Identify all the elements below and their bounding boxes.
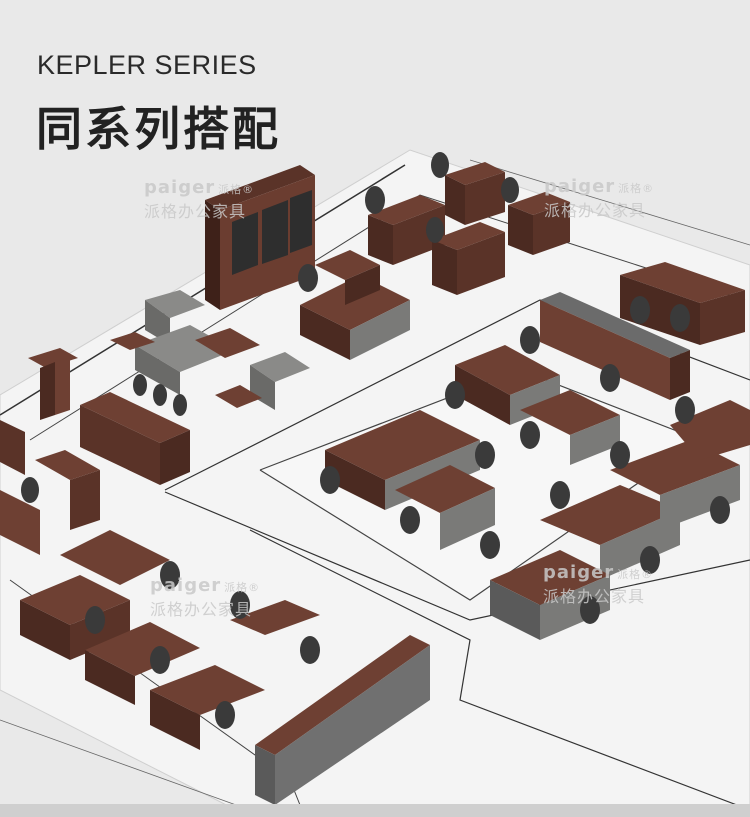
watermark-tagline: 派格办公家具 <box>144 202 247 221</box>
front-long-cabinet <box>255 635 430 805</box>
right-workstation-cluster <box>490 400 750 640</box>
watermark-brand: paiger <box>144 177 216 198</box>
watermark-brand: paiger <box>150 575 222 596</box>
series-title: KEPLER SERIES <box>37 50 257 80</box>
collection-subtitle: 同系列搭配 <box>36 102 281 156</box>
watermark-brand-cn: 派格® <box>224 581 261 594</box>
floor-line-outline-c <box>164 491 750 621</box>
executive-desk <box>300 250 410 360</box>
left-edge-workstations <box>0 420 100 555</box>
storage-cabinet-left <box>80 392 190 485</box>
top-desk-cluster <box>368 162 570 295</box>
tall-bookcase <box>205 165 315 310</box>
watermark-brand-cn: 派格® <box>617 568 654 581</box>
center-workstation-cluster <box>325 345 620 550</box>
watermark-brand-cn: 派格® <box>218 183 255 196</box>
floor-line-outline-f <box>249 529 750 811</box>
sofa-set <box>110 290 310 410</box>
watermark-tagline: 派格办公家具 <box>150 600 253 619</box>
watermark-brand: paiger <box>544 176 616 197</box>
dimension-line-a <box>469 159 750 246</box>
watermark-brand-cn: 派格® <box>618 182 655 195</box>
floor-strip <box>0 804 750 817</box>
watermark-tagline: 派格办公家具 <box>543 587 646 606</box>
watermark-brand: paiger <box>543 562 615 583</box>
floor-line-left <box>0 164 406 416</box>
office-chairs <box>21 152 730 729</box>
low-cabinet-row <box>540 292 690 400</box>
watermark-tagline: 派格办公家具 <box>544 201 647 220</box>
dimension-line-b <box>0 719 251 811</box>
lectern <box>28 348 78 420</box>
